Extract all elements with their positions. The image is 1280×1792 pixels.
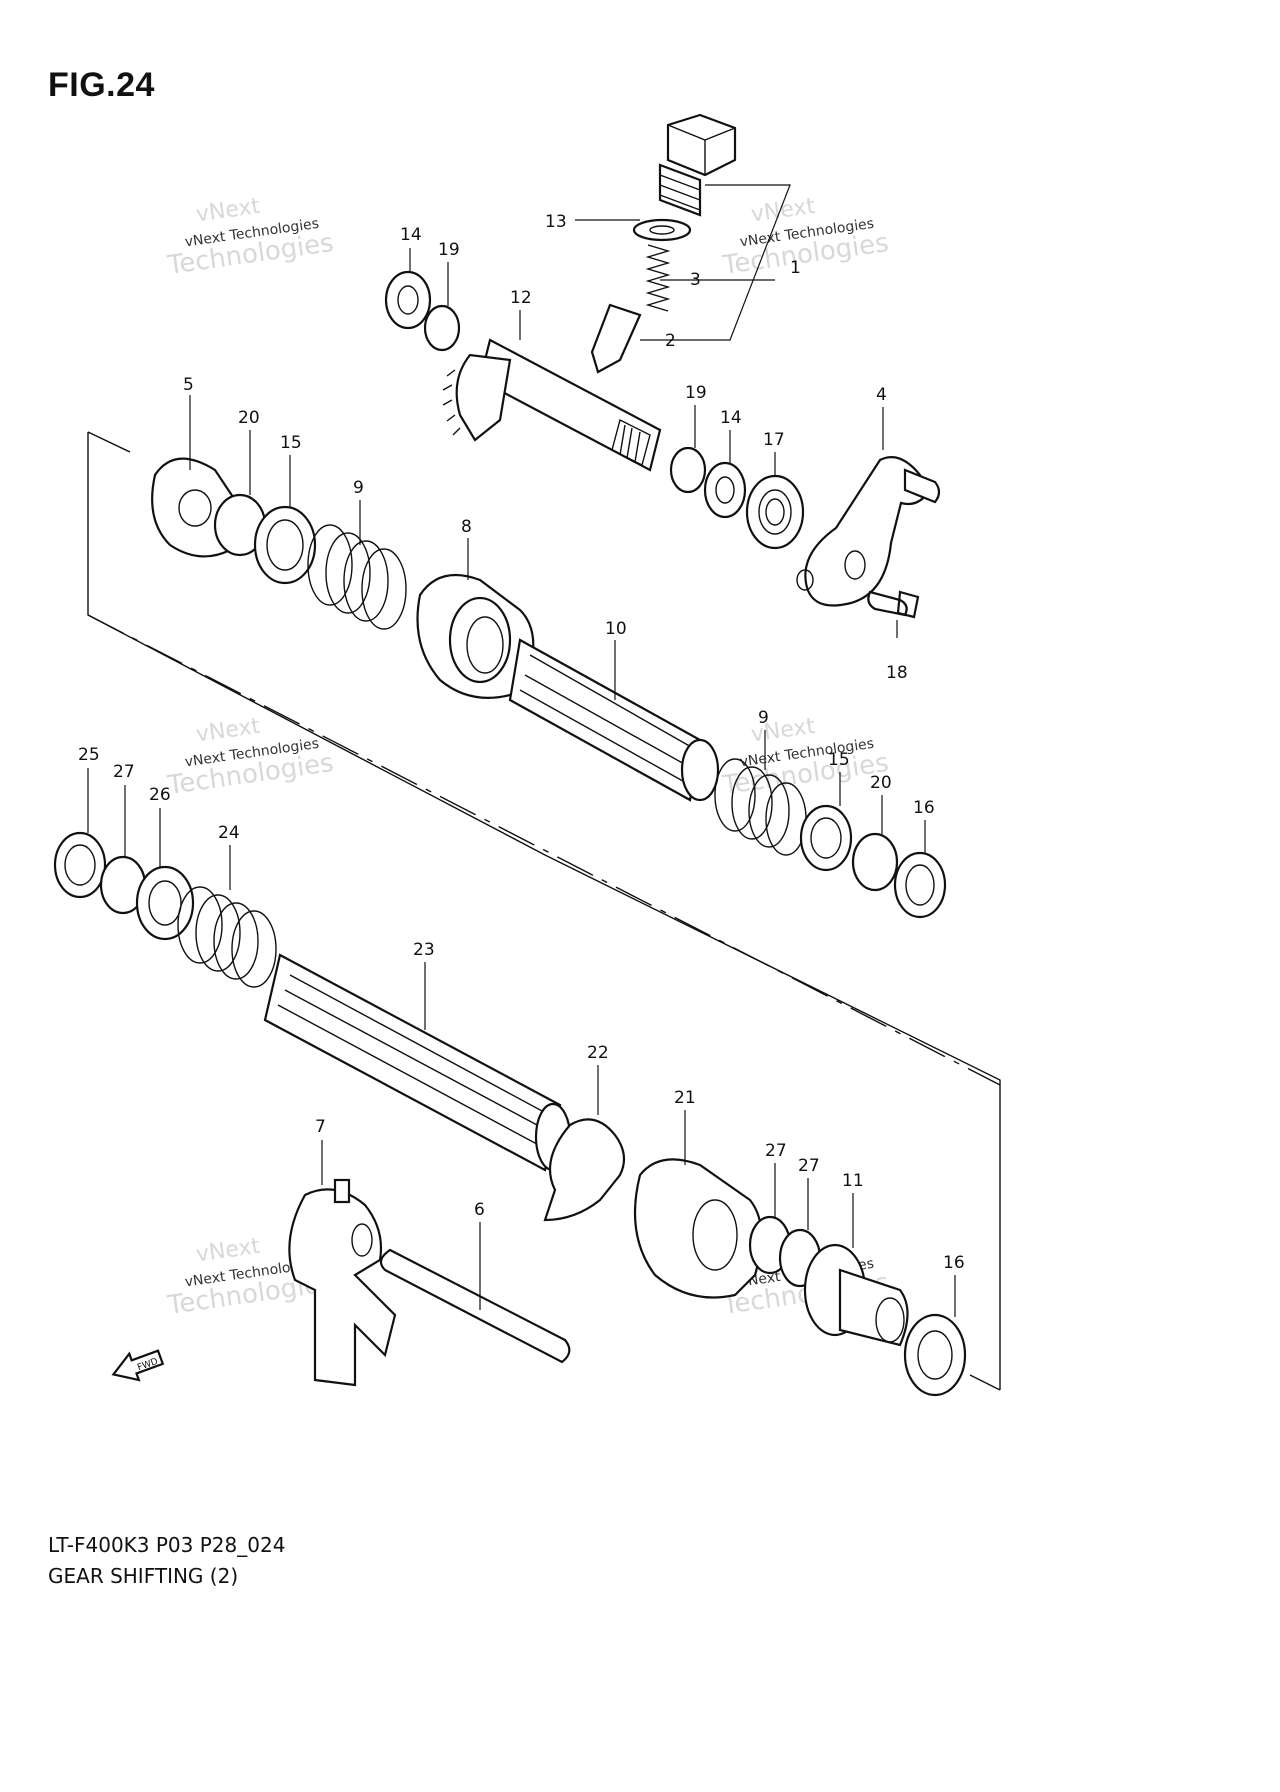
part-bearing-17: [745, 474, 805, 550]
callout-20a: 20: [238, 408, 260, 428]
part-circlip-19a: [423, 304, 461, 352]
part-spring-9a: [307, 524, 407, 630]
callout-3: 3: [690, 270, 701, 290]
part-stopper-plate-22: [543, 1118, 626, 1222]
callout-20b: 20: [870, 773, 892, 793]
watermark-1: vNext vNext Technologies Technologies: [165, 194, 336, 281]
part-washer-16b: [903, 1313, 967, 1397]
callout-16a: 16: [913, 798, 935, 818]
leader-lines: [87, 219, 956, 1317]
part-washer-15a: [253, 505, 317, 585]
part-bolt-18: [867, 590, 920, 619]
part-spring-24: [177, 886, 277, 988]
part-splined-shaft-10: [508, 638, 720, 802]
callout-27c: 27: [798, 1156, 820, 1176]
callout-17: 17: [763, 430, 785, 450]
part-washer-15b: [799, 804, 853, 872]
watermark-line1: vNext: [194, 194, 261, 228]
part-shift-arm-4: [796, 456, 941, 607]
callout-16b: 16: [943, 1253, 965, 1273]
part-rod-6: [379, 1248, 571, 1364]
part-washer-13: [632, 218, 692, 242]
callout-15a: 15: [280, 433, 302, 453]
callout-19b: 19: [685, 383, 707, 403]
watermark-4: vNext vNext Technologies Technologies: [720, 714, 891, 801]
part-drum-8: [416, 573, 535, 699]
figure-caption: GEAR SHIFTING (2): [48, 1564, 239, 1588]
part-washer-26: [135, 865, 195, 941]
part-spring-9b: [714, 758, 807, 856]
callout-14b: 14: [720, 408, 742, 428]
watermark-line1: vNext: [749, 194, 816, 228]
callout-12: 12: [510, 288, 532, 308]
callout-10: 10: [605, 619, 627, 639]
callout-23: 23: [413, 940, 435, 960]
callout-9b: 9: [758, 708, 769, 728]
watermark-2: vNext vNext Technologies Technologies: [720, 194, 891, 281]
callout-11: 11: [842, 1171, 864, 1191]
watermark-3: vNext vNext Technologies Technologies: [165, 714, 336, 801]
part-washer-16a: [893, 851, 947, 919]
part-washer-25: [53, 831, 107, 899]
callout-9a: 9: [353, 478, 364, 498]
callout-14a: 14: [400, 225, 422, 245]
part-spring-3: [645, 244, 671, 312]
part-washer-14b: [703, 461, 747, 519]
watermark-line1: vNext: [194, 1234, 261, 1268]
callout-19a: 19: [438, 240, 460, 260]
part-pin-2: [590, 303, 642, 374]
callout-15b: 15: [828, 750, 850, 770]
part-shift-shaft-12: [442, 338, 662, 472]
watermark-line1: vNext: [194, 714, 261, 748]
callout-27b: 27: [765, 1141, 787, 1161]
callout-27a: 27: [113, 762, 135, 782]
callout-6: 6: [474, 1200, 485, 1220]
callout-22: 22: [587, 1043, 609, 1063]
callout-5: 5: [183, 375, 194, 395]
part-circlip-19b: [669, 446, 707, 494]
callout-25: 25: [78, 745, 100, 765]
part-circlip-20b: [851, 832, 899, 892]
figure-footer: LT-F400K3 P03 P28_024 GEAR SHIFTING (2): [48, 1530, 285, 1592]
part-bolt: [658, 113, 737, 217]
callout-18: 18: [886, 663, 908, 683]
callout-4: 4: [876, 385, 887, 405]
callout-21: 21: [674, 1088, 696, 1108]
model-code: LT-F400K3 P03 P28_024: [48, 1533, 286, 1557]
callout-1: 1: [790, 258, 801, 278]
part-shift-fork-7: [288, 1178, 397, 1387]
callout-8: 8: [461, 517, 472, 537]
part-fork-shaft-23: [263, 953, 572, 1172]
part-drum-21: [633, 1158, 763, 1299]
callouts: 1 2 3 4 5 6 7 8 9 9 10 11 12 13 14 14 15…: [78, 212, 965, 1273]
callout-24: 24: [218, 823, 240, 843]
callout-7: 7: [315, 1117, 326, 1137]
part-washer-14a: [384, 270, 432, 330]
fwd-arrow: FWD: [111, 1349, 165, 1382]
callout-2: 2: [665, 331, 676, 351]
part-bearing-11: [803, 1243, 909, 1347]
figure-title: FIG.24: [48, 66, 155, 104]
callout-26: 26: [149, 785, 171, 805]
assembly-outline-dash: [87, 614, 1001, 1086]
callout-13: 13: [545, 212, 567, 232]
